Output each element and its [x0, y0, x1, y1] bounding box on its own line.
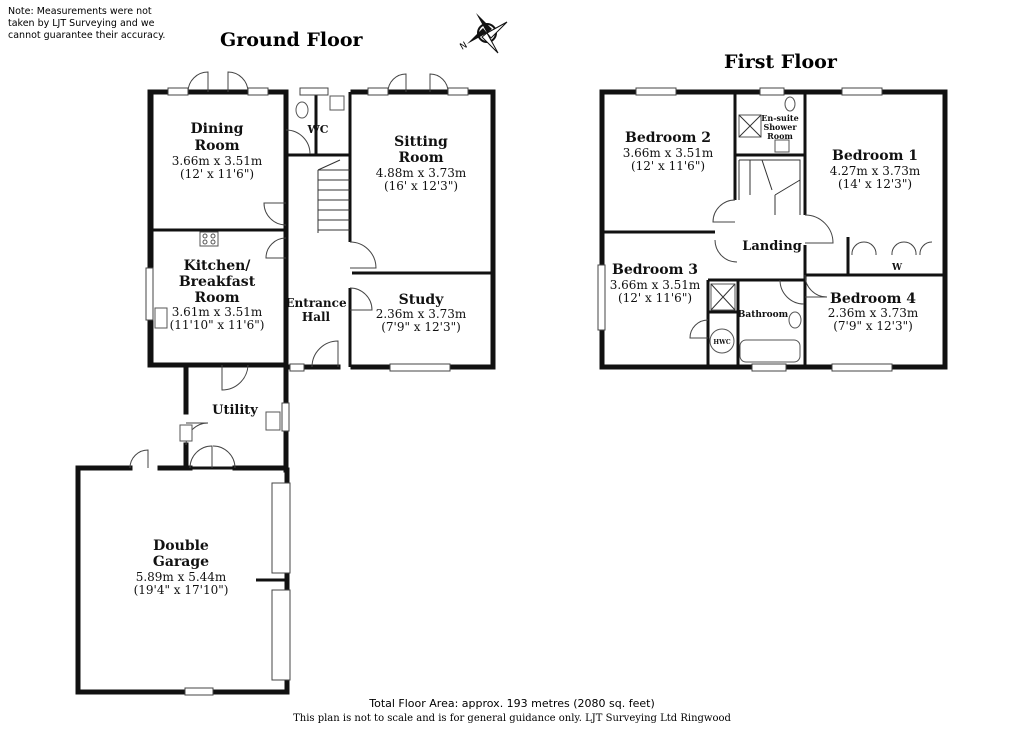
window	[831, 363, 893, 372]
ensuite-label-3: Room	[767, 131, 793, 141]
bedroom2-label: Bedroom 2	[625, 130, 711, 146]
window	[167, 87, 189, 96]
bedroom3-imperial: (12' x 11'6")	[618, 291, 692, 305]
kitchen-label: Kitchen/	[184, 258, 252, 274]
garage-door	[271, 589, 291, 681]
bath-icon	[739, 339, 801, 363]
bedroom4-label: Bedroom 4	[830, 291, 916, 307]
sitting-room-metric: 4.88m x 3.73m	[376, 166, 467, 180]
dining-room-imperial: (12' x 11'6")	[180, 167, 254, 181]
bathroom-label: Bathroom	[738, 310, 789, 320]
kitchen-label-2: Breakfast	[179, 274, 256, 290]
dining-room-label: Dining	[191, 121, 244, 137]
kitchen-label-3: Room	[194, 290, 239, 306]
compass-north-label: N	[459, 41, 470, 53]
bedroom3-label: Bedroom 3	[612, 262, 698, 278]
bedroom1-label: Bedroom 1	[832, 148, 918, 164]
window	[751, 363, 787, 372]
toilet-icon	[295, 101, 309, 119]
window	[635, 87, 677, 96]
hwc-label: HWC	[713, 339, 730, 346]
dining-room-metric: 3.66m x 3.51m	[172, 154, 263, 168]
measurement-note: Note: Measurements were not taken by LJT…	[8, 6, 166, 41]
window	[184, 687, 214, 696]
bedroom4-imperial: (7'9" x 12'3")	[833, 319, 913, 333]
sitting-room-imperial: (16' x 12'3")	[384, 179, 458, 193]
garage-label-2: Garage	[153, 554, 209, 570]
entrance-hall-label: Entrance	[285, 296, 347, 310]
window	[247, 87, 269, 96]
toilet-icon	[784, 96, 796, 112]
study-label: Study	[399, 292, 445, 308]
basin-icon	[329, 95, 345, 111]
kitchen-imperial: (11'10" x 11'6")	[170, 318, 265, 332]
disclaimer: This plan is not to scale and is for gen…	[293, 713, 731, 724]
bedroom4-metric: 2.36m x 3.73m	[828, 306, 919, 320]
basin-icon	[774, 139, 790, 153]
garage-label: Double	[153, 538, 209, 554]
boiler-icon	[179, 424, 193, 442]
bedroom3-metric: 3.66m x 3.51m	[610, 278, 701, 292]
bedroom1-metric: 4.27m x 3.73m	[830, 164, 921, 178]
first-floor	[597, 87, 948, 372]
window	[447, 87, 469, 96]
utility-label: Utility	[212, 403, 258, 418]
staircase	[317, 159, 350, 233]
first-floor-title: First Floor	[724, 51, 837, 73]
sink-icon	[154, 307, 168, 329]
window	[299, 87, 329, 96]
ground-floor	[75, 71, 496, 696]
hob-icon	[199, 231, 219, 247]
ensuite-label: En-suite	[761, 113, 798, 123]
entrance-hall-label-2: Hall	[302, 310, 331, 324]
sitting-room-label-2: Room	[398, 150, 443, 166]
total-floor-area: Total Floor Area: approx. 193 metres (20…	[369, 697, 655, 710]
sink-icon	[265, 411, 281, 431]
landing-label: Landing	[742, 239, 802, 254]
hot-water-cylinder-icon	[709, 328, 735, 354]
compass-icon: N	[459, 13, 508, 54]
bedroom1-imperial: (14' x 12'3")	[838, 177, 912, 191]
ensuite-label-2: Shower	[763, 122, 797, 132]
garage-door	[271, 482, 291, 574]
garage-metric: 5.89m x 5.44m	[136, 570, 227, 584]
wardrobe-label: W	[891, 263, 903, 273]
window	[145, 267, 154, 321]
window	[289, 363, 305, 372]
dining-room-label-2: Room	[194, 138, 239, 154]
window	[367, 87, 389, 96]
study-metric: 2.36m x 3.73m	[376, 307, 467, 321]
window	[389, 363, 451, 372]
staircase	[738, 159, 801, 215]
window	[597, 264, 606, 331]
bedroom2-imperial: (12' x 11'6")	[631, 159, 705, 173]
window	[281, 402, 290, 432]
basin-icon	[788, 311, 802, 329]
sitting-room-label: Sitting	[394, 134, 448, 150]
window	[759, 87, 785, 96]
ground-floor-title: Ground Floor	[220, 29, 363, 51]
kitchen-metric: 3.61m x 3.51m	[172, 305, 263, 319]
study-imperial: (7'9" x 12'3")	[381, 320, 461, 334]
garage-imperial: (19'4" x 17'10")	[134, 583, 229, 597]
wc-label: WC	[306, 123, 328, 136]
window	[841, 87, 883, 96]
bedroom2-metric: 3.66m x 3.51m	[623, 146, 714, 160]
